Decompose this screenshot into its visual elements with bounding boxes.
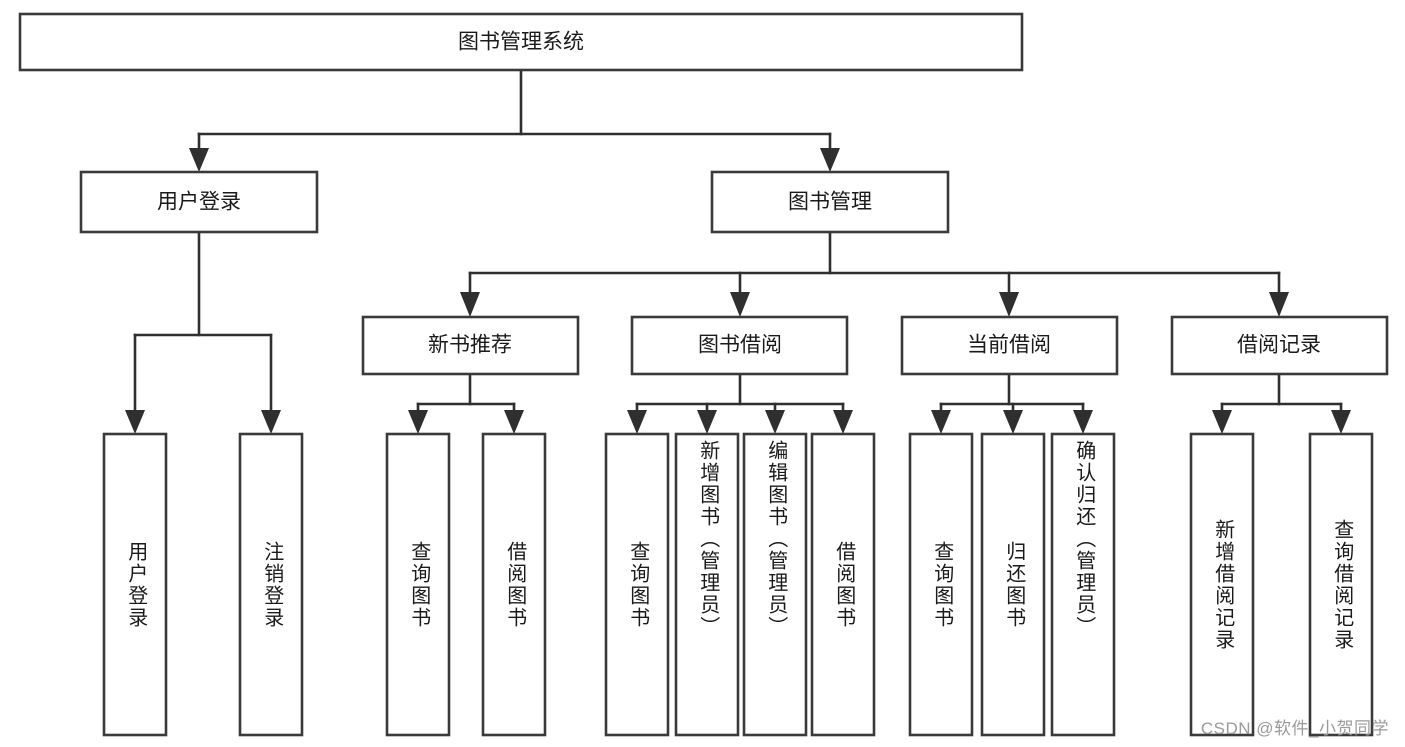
leaf-boxes-group [102,432,1374,737]
node-new-book-recommend-label: 新书推荐 [428,334,512,357]
arrow-head-leaf-confirm-return-admin [1073,410,1093,434]
node-new-book-recommend[interactable]: 新书推荐 [361,315,580,376]
connector-group-new-book-recommend [408,372,524,434]
leaf-box-user-login[interactable] [102,432,168,737]
leaf-box-logout-login[interactable] [238,432,304,737]
arrow-head-new-book-recommend [460,292,480,317]
leaf-box-query-book-borrow[interactable] [604,432,670,737]
arrow-head-leaf-logout-login [261,410,281,434]
arrow-head-leaf-query-book-current [931,410,951,434]
node-book-borrow[interactable]: 图书借阅 [630,315,849,376]
connector-group-user-login [125,230,281,434]
arrow-head-current-borrow [999,292,1019,317]
connector-group-book-borrow [627,372,853,434]
arrow-head-leaf-borrow-book-rec [504,410,524,434]
arrow-head-leaf-borrow-book [833,410,853,434]
arrow-head-leaf-return-book [1003,410,1023,434]
leaf-box-query-borrow-record[interactable] [1308,432,1374,737]
leaf-box-return-book[interactable] [980,432,1046,737]
arrow-head-leaf-query-borrow-record [1331,410,1351,434]
node-book-management[interactable]: 图书管理 [710,170,950,234]
node-current-borrow-box[interactable] [900,315,1119,376]
connector-group-root [189,68,840,172]
arrow-head-user-login [189,148,209,172]
arrow-head-leaf-query-book-borrow [627,410,647,434]
arrow-head-leaf-add-borrow-record [1212,410,1232,434]
connector-group-current-borrow [931,372,1093,434]
node-new-book-recommend-box[interactable] [361,315,580,376]
leaf-box-confirm-return-admin[interactable] [1050,432,1116,737]
arrow-head-leaf-add-book-admin [697,410,717,434]
connector-group-book-management [460,230,1289,317]
arrow-head-book-borrow [730,292,750,317]
arrow-head-leaf-user-login [125,410,145,434]
node-root-box[interactable] [18,12,1024,72]
node-user-login-label: 用户登录 [157,191,241,214]
node-borrow-record-box[interactable] [1170,315,1389,376]
node-current-borrow[interactable]: 当前借阅 [900,315,1119,376]
connector-group-borrow-record [1212,372,1351,434]
node-borrow-record[interactable]: 借阅记录 [1170,315,1389,376]
node-user-login-box[interactable] [79,170,319,234]
leaf-box-query-book-current[interactable] [908,432,974,737]
node-root[interactable]: 图书管理系统 [18,12,1024,72]
node-book-borrow-label: 图书借阅 [698,334,782,357]
leaf-box-borrow-book-rec[interactable] [481,432,547,737]
leaf-box-borrow-book[interactable] [810,432,876,737]
arrow-head-borrow-record [1269,292,1289,317]
node-user-login[interactable]: 用户登录 [79,170,319,234]
leaf-box-query-book-rec[interactable] [385,432,451,737]
arrow-head-leaf-edit-book-admin [765,410,785,434]
node-book-borrow-box[interactable] [630,315,849,376]
arrow-head-leaf-query-book-rec [408,410,428,434]
arrow-head-book-management [820,148,840,172]
node-root-label: 图书管理系统 [458,31,584,54]
leaf-box-add-borrow-record[interactable] [1189,432,1255,737]
node-current-borrow-label: 当前借阅 [967,334,1051,357]
leaf-box-edit-book-admin[interactable] [742,432,808,737]
node-book-management-label: 图书管理 [788,191,872,214]
node-book-management-box[interactable] [710,170,950,234]
leaf-box-add-book-admin[interactable] [674,432,740,737]
node-borrow-record-label: 借阅记录 [1237,334,1321,357]
watermark-text: CSDN @软件_小贺同学 [1200,719,1389,738]
